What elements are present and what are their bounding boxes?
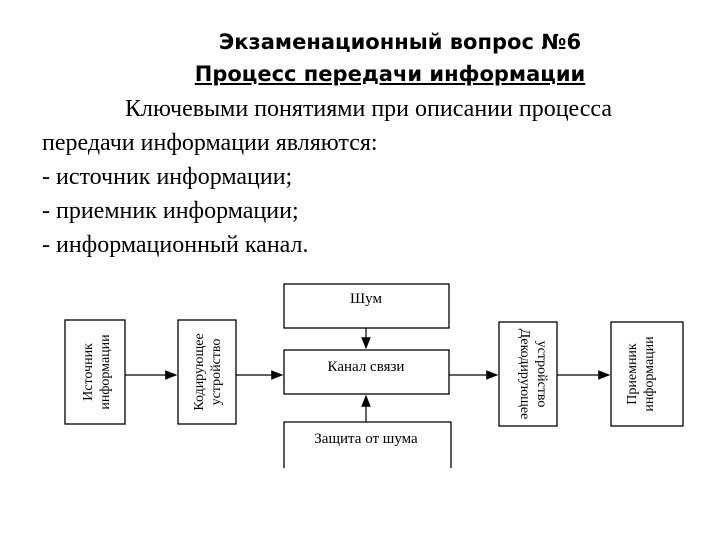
decoder-label-1: Декодирующее — [517, 329, 532, 420]
intro-line-2: передачи информации являются: — [42, 130, 378, 156]
noise-box: Шум — [283, 283, 450, 329]
intro-line-1: Ключевыми понятиями при описании процесс… — [125, 96, 613, 122]
noise-label: Шум — [350, 291, 382, 307]
encoder-label-2: устройство — [209, 339, 224, 406]
source-box: Источник информации — [64, 319, 126, 425]
protection-box: Защита от шума — [283, 421, 452, 468]
receiver-label-1: Приемник — [625, 343, 640, 405]
slide-title: Экзаменационный вопрос №6 — [218, 30, 582, 54]
decoder-label-2: устройство — [534, 341, 549, 408]
slide-subtitle: Процесс передачи информации — [194, 62, 586, 86]
encoder-box: Кодирующее устройство — [177, 319, 237, 425]
channel-label: Канал связи — [328, 359, 405, 375]
decoder-box: Декодирующее устройство — [498, 321, 558, 427]
list-item-source: - источник информации; — [42, 164, 293, 190]
channel-box: Канал связи — [283, 349, 450, 395]
list-item-receiver: - приемник информации; — [42, 198, 299, 224]
receiver-box: Приемник информации — [610, 321, 684, 427]
source-label-1: Источник — [81, 343, 96, 401]
receiver-label-2: информации — [642, 336, 657, 412]
encoder-label-1: Кодирующее — [192, 333, 207, 410]
source-label-2: информации — [98, 334, 113, 410]
list-item-channel: - информационный канал. — [42, 232, 309, 258]
protection-label: Защита от шума — [314, 431, 418, 447]
